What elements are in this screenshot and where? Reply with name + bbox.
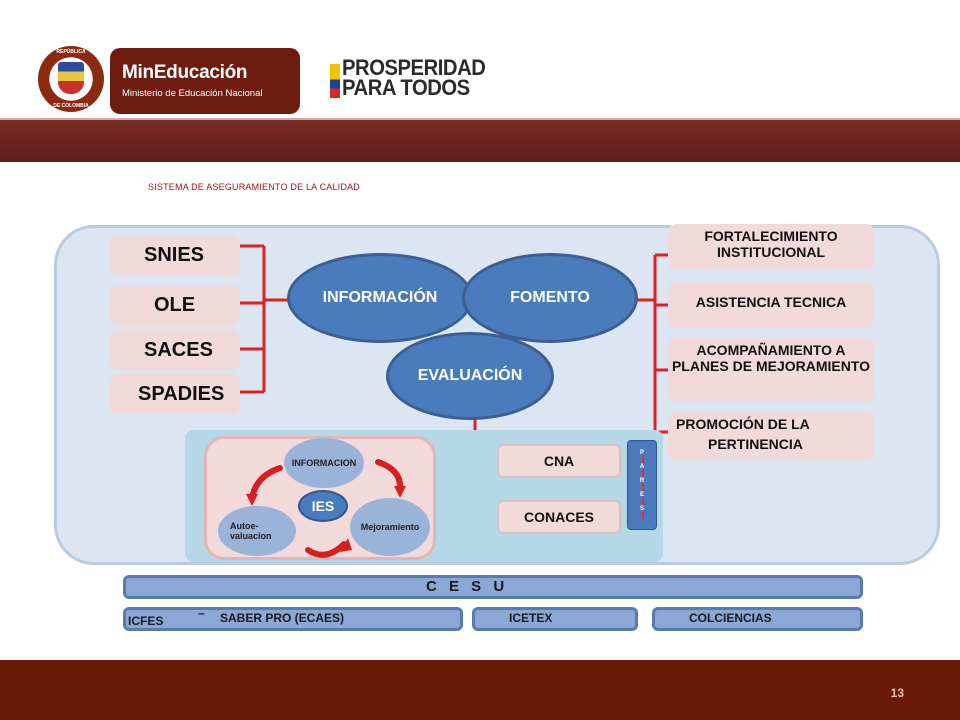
mejoramiento-node: Mejoramiento <box>350 498 430 556</box>
autoevaluacion-line-1: Autoe- <box>230 521 259 531</box>
cesu-bar: C E S U <box>123 575 863 599</box>
footer-bar: 13 <box>0 660 960 720</box>
page-number: 13 <box>890 686 904 700</box>
seal-bottom-text: DE COLOMBIA <box>53 103 89 109</box>
informacion-node: INFORMACIÓN <box>287 253 473 343</box>
pares-bar: P A R E S <box>627 440 657 530</box>
cycle-informacion-node: INFORMACION <box>284 438 364 488</box>
saber-label: SABER PRO (ECAES) <box>220 611 345 625</box>
pares-dashed-line <box>642 455 644 521</box>
fomento-node: FOMENTO <box>462 253 638 343</box>
coat-of-arms-icon <box>58 62 84 94</box>
promocion-line-2: PERTINENCIA <box>708 436 803 452</box>
promocion-box: PROMOCIÓN DE LA PERTINENCIA <box>668 412 874 460</box>
slogan-line-1: PROSPERIDAD <box>342 55 486 80</box>
pares-letter-a: A <box>639 464 645 470</box>
conaces-box: CONACES <box>497 500 621 534</box>
pares-letter-p: P <box>639 450 644 456</box>
prosperidad-logo: PROSPERIDAD PARA TODOS <box>342 55 486 100</box>
fortalecimiento-box: FORTALECIMIENTO INSTITUCIONAL <box>668 224 874 270</box>
asistencia-box: ASISTENCIA TECNICA <box>668 282 874 328</box>
header-bar <box>0 118 960 162</box>
slogan-line-2: PARA TODOS <box>342 75 470 100</box>
autoevaluacion-node: Autoe- valuacion <box>218 506 296 556</box>
ole-box: OLE <box>110 285 240 325</box>
saces-box: SACES <box>110 330 240 370</box>
ministry-title: MinEducación <box>122 62 248 83</box>
ies-node: IES <box>298 490 348 522</box>
evaluacion-node: EVALUACIÓN <box>386 332 554 420</box>
icfes-dash: – <box>198 606 205 620</box>
colombia-flag-icon <box>330 64 340 98</box>
colciencias-box: COLCIENCIAS <box>652 607 863 631</box>
spadies-box: SPADIES <box>110 374 240 414</box>
pares-letter-r: R <box>639 478 645 484</box>
promocion-line-1: PROMOCIÓN DE LA <box>676 416 810 432</box>
slide-subtitle: SISTEMA DE ASEGURAMIENTO DE LA CALIDAD <box>148 182 360 192</box>
icfes-box: ICFES – SABER PRO (ECAES) <box>123 606 463 631</box>
pares-letter-s: S <box>639 506 644 512</box>
autoevaluacion-line-2: valuacion <box>230 531 272 541</box>
icfes-label: ICFES <box>128 614 164 628</box>
mineducacion-logo: MinEducación Ministerio de Educación Nac… <box>110 48 300 114</box>
colombia-seal-logo: REPÚBLICA DE COLOMBIA <box>38 46 104 112</box>
seal-top-text: REPÚBLICA <box>56 49 86 55</box>
pares-letter-e: E <box>639 492 644 498</box>
acompanamiento-box: ACOMPAÑAMIENTO A PLANES DE MEJORAMIENTO <box>668 338 874 402</box>
icetex-box: ICETEX <box>472 607 638 631</box>
cna-box: CNA <box>497 444 621 478</box>
snies-box: SNIES <box>110 235 240 275</box>
pares-label: P A R E S <box>628 446 656 516</box>
ministry-subtitle: Ministerio de Educación Nacional <box>122 88 263 99</box>
